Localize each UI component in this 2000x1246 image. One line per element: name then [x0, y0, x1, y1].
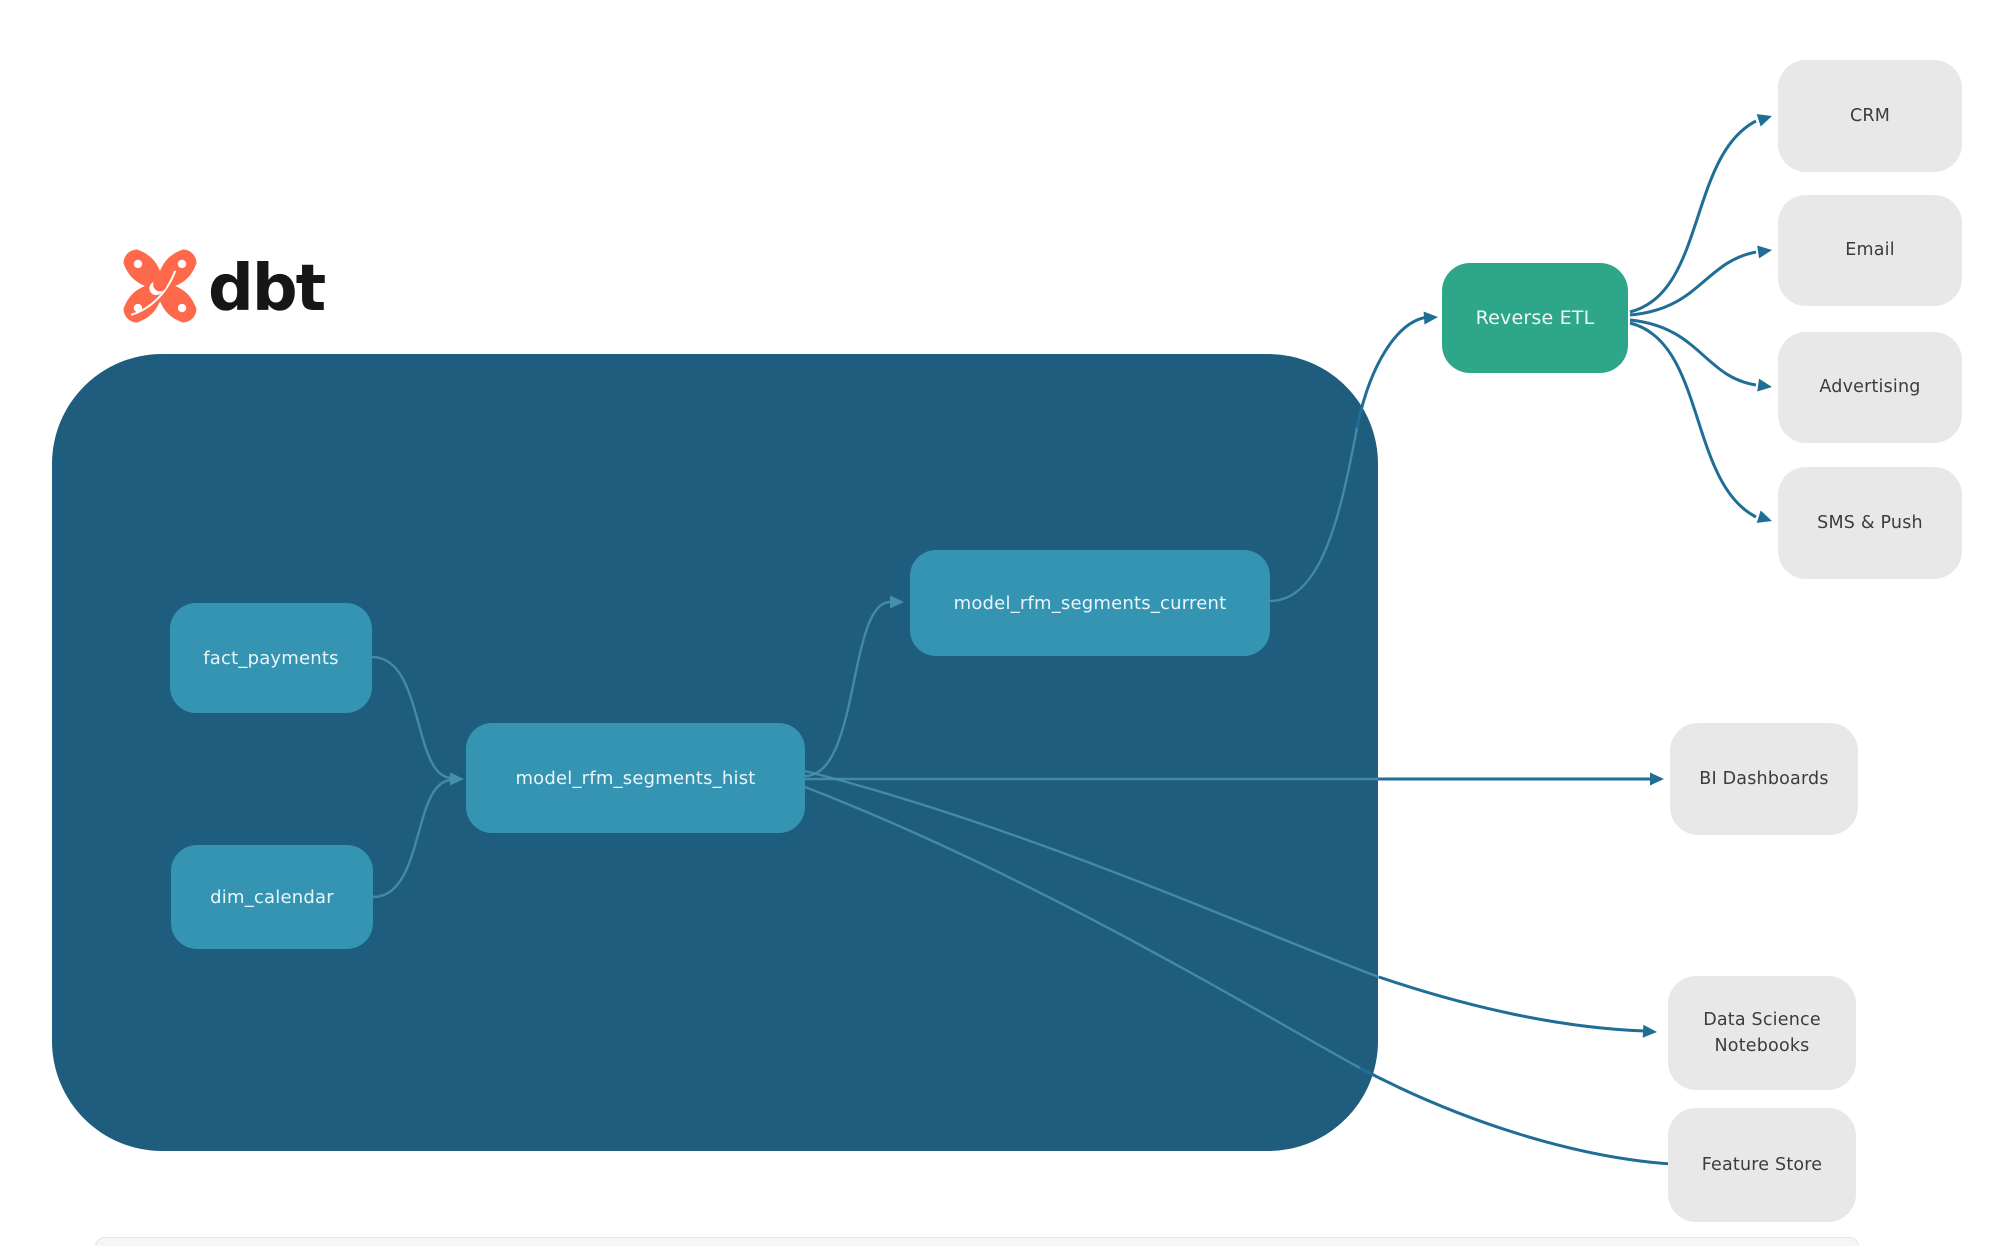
- node-email[interactable]: Email: [1778, 195, 1962, 306]
- edge-reverse-etl-to-crm: [1629, 114, 1772, 314]
- node-bi-dashboards[interactable]: BI Dashboards: [1670, 723, 1858, 835]
- edge-fact-payments-to-hist: [371, 655, 453, 780]
- edge-reverse-etl-to-sms-push: [1629, 321, 1772, 523]
- edge-dim-calendar-to-hist: [372, 772, 464, 899]
- dbt-logo: dbt: [122, 248, 326, 326]
- bottom-partial-panel: [95, 1237, 1859, 1246]
- edge-reverse-etl-to-advertising: [1629, 318, 1772, 392]
- edge-hist-to-data-science-notebooks: [804, 769, 1657, 1038]
- edge-current-to-reverse-etl: [1269, 311, 1438, 603]
- node-model-rfm-segments-current[interactable]: model_rfm_segments_current: [910, 550, 1270, 656]
- node-dim-calendar[interactable]: dim_calendar: [171, 845, 373, 949]
- node-label: SMS & Push: [1817, 512, 1923, 533]
- node-label: dim_calendar: [210, 886, 334, 908]
- node-sms-push[interactable]: SMS & Push: [1778, 467, 1962, 579]
- node-data-science-notebooks[interactable]: Data Science Notebooks: [1668, 976, 1856, 1090]
- dbt-wordmark: dbt: [208, 252, 326, 326]
- node-reverse-etl[interactable]: Reverse ETL: [1442, 263, 1628, 373]
- node-label: CRM: [1849, 105, 1891, 126]
- node-label: Advertising: [1819, 377, 1921, 398]
- edge-hist-to-feature-store: [804, 785, 1684, 1171]
- edge-hist-to-bi-dashboards: [805, 772, 1664, 786]
- node-label: model_rfm_segments_current: [953, 592, 1227, 614]
- node-label: Feature Store: [1701, 1154, 1823, 1175]
- node-model-rfm-segments-hist[interactable]: model_rfm_segments_hist: [466, 723, 805, 833]
- node-crm[interactable]: CRM: [1778, 60, 1962, 172]
- node-label: Email: [1845, 240, 1895, 261]
- node-label: Reverse ETL: [1475, 306, 1595, 329]
- node-label: BI Dashboards: [1699, 768, 1829, 789]
- node-label: model_rfm_segments_hist: [515, 767, 756, 789]
- dbt-logo-icon: [123, 249, 197, 323]
- edge-hist-to-current: [804, 595, 904, 778]
- node-fact-payments[interactable]: fact_payments: [170, 603, 372, 713]
- node-feature-store[interactable]: Feature Store: [1668, 1108, 1856, 1222]
- node-advertising[interactable]: Advertising: [1778, 332, 1962, 443]
- node-label: Data Science Notebooks: [1703, 1009, 1821, 1056]
- edge-reverse-etl-to-email: [1629, 245, 1772, 317]
- node-label: fact_payments: [203, 647, 339, 669]
